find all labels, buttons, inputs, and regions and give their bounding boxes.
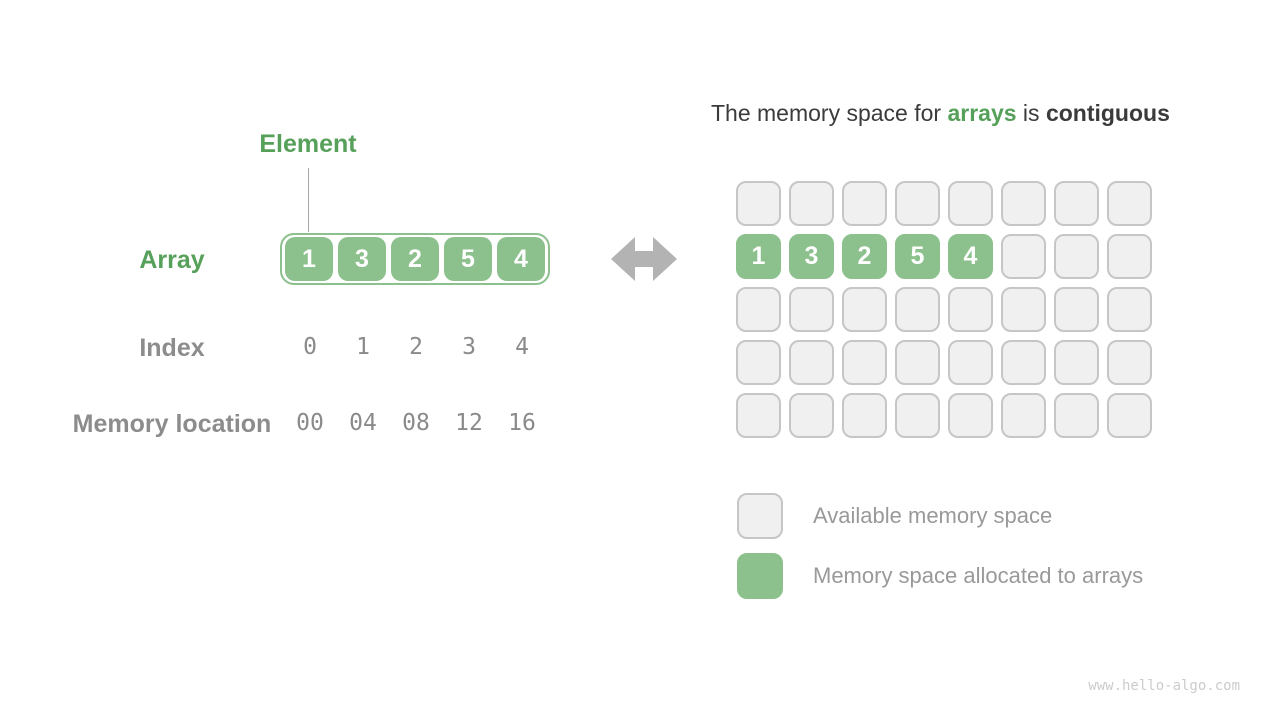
index-value: 3	[462, 334, 476, 360]
element-connector-line	[308, 168, 309, 232]
title-prefix: The memory space for	[711, 100, 948, 126]
index-value: 0	[303, 334, 317, 360]
memory-cell-available	[1001, 340, 1046, 385]
array-cell: 3	[338, 237, 386, 281]
memory-cell-available	[736, 393, 781, 438]
memory-location-value: 08	[402, 410, 430, 436]
memory-cell-available	[1001, 393, 1046, 438]
diagram-title: The memory space for arrays is contiguou…	[711, 100, 1170, 127]
array-cell: 5	[444, 237, 492, 281]
memory-cell-available	[1054, 340, 1099, 385]
index-value: 2	[409, 334, 423, 360]
memory-cell-available	[736, 287, 781, 332]
memory-cell-available	[1001, 181, 1046, 226]
array-cell: 4	[497, 237, 545, 281]
memory-cell-available	[1054, 393, 1099, 438]
legend-swatch-available	[737, 493, 783, 539]
array-cell: 2	[391, 237, 439, 281]
memory-cell-available	[789, 181, 834, 226]
memory-cell-allocated: 4	[948, 234, 993, 279]
legend-label: Memory space allocated to arrays	[813, 563, 1144, 588]
index-values-row: 0 1 2 3 4	[286, 334, 546, 360]
memory-cell-available	[842, 393, 887, 438]
memory-cell-allocated: 3	[789, 234, 834, 279]
memory-location-value: 12	[455, 410, 483, 436]
memory-location-value: 04	[349, 410, 377, 436]
memory-cell-available	[842, 287, 887, 332]
memory-cell-available	[1107, 181, 1152, 226]
memory-cell-available	[1001, 287, 1046, 332]
title-middle: is	[1016, 100, 1046, 126]
legend-swatch-allocated	[737, 553, 783, 599]
memory-cell-available	[1001, 234, 1046, 279]
memory-cell-available	[736, 181, 781, 226]
memory-location-label: Memory location	[72, 410, 272, 438]
element-label: Element	[259, 130, 357, 158]
memory-cell-available	[895, 340, 940, 385]
memory-cell-available	[842, 181, 887, 226]
legend-item: Memory space allocated to arrays	[737, 553, 1143, 599]
index-label: Index	[139, 334, 205, 362]
memory-cell-available	[895, 181, 940, 226]
memory-cell-allocated: 1	[736, 234, 781, 279]
legend-label: Available memory space	[813, 503, 1053, 528]
memory-cell-available	[1107, 393, 1152, 438]
memory-cell-available	[1054, 287, 1099, 332]
legend-item: Available memory space	[737, 493, 1143, 539]
memory-location-value: 00	[296, 410, 324, 436]
memory-cell-available	[1107, 340, 1152, 385]
memory-cell-available	[948, 340, 993, 385]
memory-cell-available	[736, 340, 781, 385]
left-right-arrow-icon	[611, 236, 677, 282]
memory-cell-available	[789, 393, 834, 438]
memory-cell-available	[842, 340, 887, 385]
memory-cell-available	[1107, 234, 1152, 279]
memory-location-value: 16	[508, 410, 536, 436]
memory-cell-allocated: 2	[842, 234, 887, 279]
array-label: Array	[139, 246, 205, 274]
memory-cell-available	[895, 393, 940, 438]
memory-cell-available	[948, 181, 993, 226]
memory-cell-available	[948, 287, 993, 332]
watermark: www.hello-algo.com	[1088, 678, 1240, 694]
index-value: 1	[356, 334, 370, 360]
memory-cell-allocated: 5	[895, 234, 940, 279]
memory-cell-available	[1054, 181, 1099, 226]
memory-location-values-row: 00 04 08 12 16	[286, 410, 546, 436]
memory-cell-available	[948, 393, 993, 438]
memory-cell-available	[895, 287, 940, 332]
array-cell: 1	[285, 237, 333, 281]
memory-cell-available	[789, 340, 834, 385]
title-emphasis-contiguous: contiguous	[1045, 100, 1170, 126]
memory-cell-available	[789, 287, 834, 332]
memory-cell-available	[1107, 287, 1152, 332]
memory-cell-available	[1054, 234, 1099, 279]
index-value: 4	[515, 334, 529, 360]
title-highlight-arrays: arrays	[947, 100, 1017, 126]
